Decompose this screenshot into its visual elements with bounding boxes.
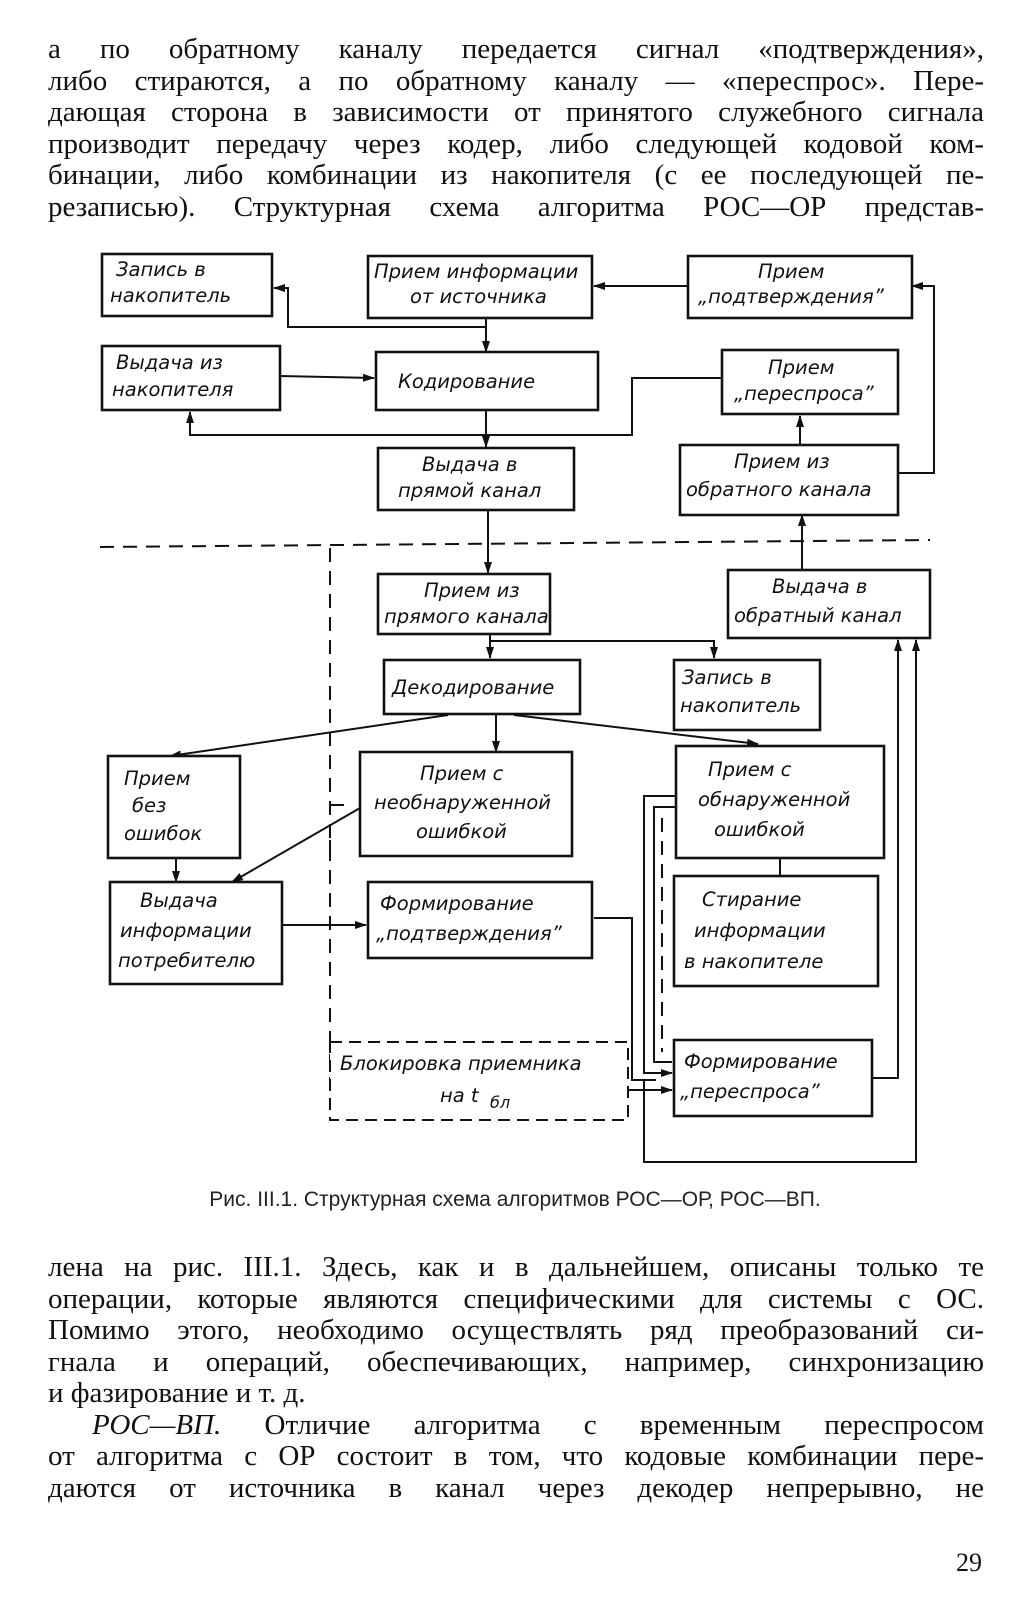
box-label: накопителя	[112, 378, 234, 401]
box-label: ошибок	[124, 822, 202, 845]
box-dekodirovanie: Декодирование	[382, 658, 582, 716]
box-label: Прием из	[424, 579, 520, 602]
box-label-subscript: бл	[490, 1093, 510, 1112]
text-line: гнала и операций, обеспечивающих, наприм…	[48, 1345, 984, 1378]
text-line: операции, которые являются специфическим…	[48, 1282, 984, 1315]
box-zapis-top: Запись в накопитель	[100, 252, 274, 318]
text-line: лена на рис. III.1. Здесь, как и в дальн…	[48, 1251, 984, 1283]
box-label: информации	[694, 919, 826, 942]
box-label: „подтверждения”	[698, 285, 885, 308]
box-label: „переспроса”	[734, 382, 875, 405]
box-label: обратный канал	[734, 604, 902, 627]
text-line: производит передачу через кодер, либо сл…	[48, 127, 984, 160]
box-vydacha-v-obratny-kanal: Выдача в обратный канал	[726, 568, 932, 640]
text-line: даются от источника в канал через декоде…	[48, 1471, 984, 1504]
box-formirovanie-podtverzhdeniya: Формирование „подтверждения”	[366, 880, 594, 960]
box-priem-s-neobnaruzhennoi-oshibkoi: Прием с необнаруженной ошибкой	[358, 750, 574, 858]
box-priem-bez-oshibok: Прием без ошибок	[106, 754, 242, 860]
box-priem-podtverzhdeniya: Прием „подтверждения”	[686, 254, 914, 320]
box-label: Выдача в	[772, 575, 867, 598]
box-label: Запись в	[116, 258, 206, 281]
box-priem-informacii: Прием информации от источника	[366, 254, 594, 320]
text-line: РОС—ВП. Отличие алгоритма с временным пе…	[48, 1408, 984, 1442]
box-label: прямого канала	[384, 605, 549, 628]
box-label: ошибкой	[714, 818, 805, 841]
top-paragraph: а по обратному каналу передается сигнал …	[48, 33, 984, 223]
text-line: от алгоритма с ОР состоит в том, что код…	[48, 1440, 984, 1472]
box-label: Прием из	[734, 450, 830, 473]
box-label: на t	[440, 1084, 480, 1107]
box-label: Выдача из	[116, 351, 223, 374]
box-blokirovka-priemnika[interactable]: Блокировка приемника на t бл	[329, 1041, 629, 1121]
box-label: Кодирование	[398, 370, 535, 393]
box-label: от источника	[410, 285, 547, 308]
box-label: „переспроса”	[680, 1080, 821, 1103]
text-run: Отличие алгоритма с временным переспросо…	[221, 1408, 984, 1441]
text-line: и фазирование и т. д.	[48, 1377, 306, 1409]
box-label: обратного канала	[686, 478, 872, 501]
box-label: накопитель	[680, 694, 801, 717]
text-line: бинации, либо комбинации из накопителя (…	[48, 159, 984, 191]
page-number: 29	[956, 1548, 982, 1577]
box-label: Блокировка приемника	[340, 1052, 582, 1075]
box-vydacha-iz-nakopitelya: Выдача из накопителя	[100, 344, 282, 412]
box-label: ошибкой	[416, 820, 507, 843]
bottom-paragraphs: лена на рис. III.1. Здесь, как и в дальн…	[48, 1251, 984, 1504]
box-priem-s-obnaruzhennoi-oshibkoi: Прием с обнаруженной ошибкой	[674, 744, 886, 860]
box-label: Прием	[124, 767, 190, 790]
box-vydacha-informacii-potrebitelyu: Выдача информации потребителю	[108, 880, 284, 986]
box-label: необнаруженной	[374, 791, 551, 814]
box-label: Запись в	[682, 666, 772, 689]
box-priem-iz-pryamogo-kanala: Прием из прямого канала	[376, 572, 552, 636]
structure-diagram: Запись в накопитель Прием информации от …	[99, 252, 935, 1163]
box-priem-iz-obratnogo-kanala: Прием из обратного канала	[678, 443, 900, 517]
section-run-in-heading: РОС—ВП.	[92, 1408, 222, 1441]
box-label: потребителю	[118, 949, 255, 972]
box-label: Прием с	[420, 762, 504, 785]
box-label: Выдача в	[422, 453, 517, 476]
text-line: либо стираются, а по обратному каналу — …	[48, 64, 984, 97]
box-priem-peresprosa: Прием „переспроса”	[720, 348, 900, 416]
box-label: Формирование	[684, 1050, 838, 1073]
box-label: информации	[120, 919, 252, 942]
box-label: Прием с	[708, 758, 792, 781]
box-label: Выдача	[140, 889, 218, 912]
figure-caption: Рис. III.1. Структурная схема алгоритмов…	[209, 1188, 821, 1211]
box-stiranie-informacii: Стирание информации в накопителе	[672, 874, 880, 988]
text-line: резаписью). Структурная схема алгоритма …	[48, 190, 984, 223]
box-zapis-mid: Запись в накопитель	[672, 658, 822, 732]
box-label: без	[132, 794, 166, 817]
box-label: в накопителе	[684, 950, 823, 973]
box-label: Декодирование	[391, 676, 554, 699]
text-line: Помимо этого, необходимо осуществлять ря…	[48, 1314, 984, 1346]
text-line: дающая сторона в зависимости от принятог…	[48, 96, 984, 128]
box-label: Прием информации	[374, 260, 578, 283]
box-formirovanie-peresprosa: Формирование „переспроса”	[672, 1038, 874, 1118]
box-label: прямой канал	[398, 479, 541, 502]
box-label: Прием	[768, 356, 834, 379]
box-kodirovanie: Кодирование	[374, 350, 600, 412]
divider-dashed-line	[99, 539, 931, 548]
box-label: „подтверждения”	[376, 922, 563, 945]
receiver-dashed-edge	[329, 548, 352, 1090]
box-label: обнаруженной	[698, 788, 850, 811]
connector-lines	[169, 282, 935, 1163]
box-label: Стирание	[702, 888, 801, 911]
text-line: а по обратному каналу передается сигнал …	[48, 33, 984, 65]
box-vydacha-v-pryamoi-kanal: Выдача в прямой канал	[376, 446, 576, 512]
box-label: Прием	[758, 260, 824, 283]
box-label: накопитель	[110, 284, 231, 307]
box-label: Формирование	[380, 892, 534, 915]
